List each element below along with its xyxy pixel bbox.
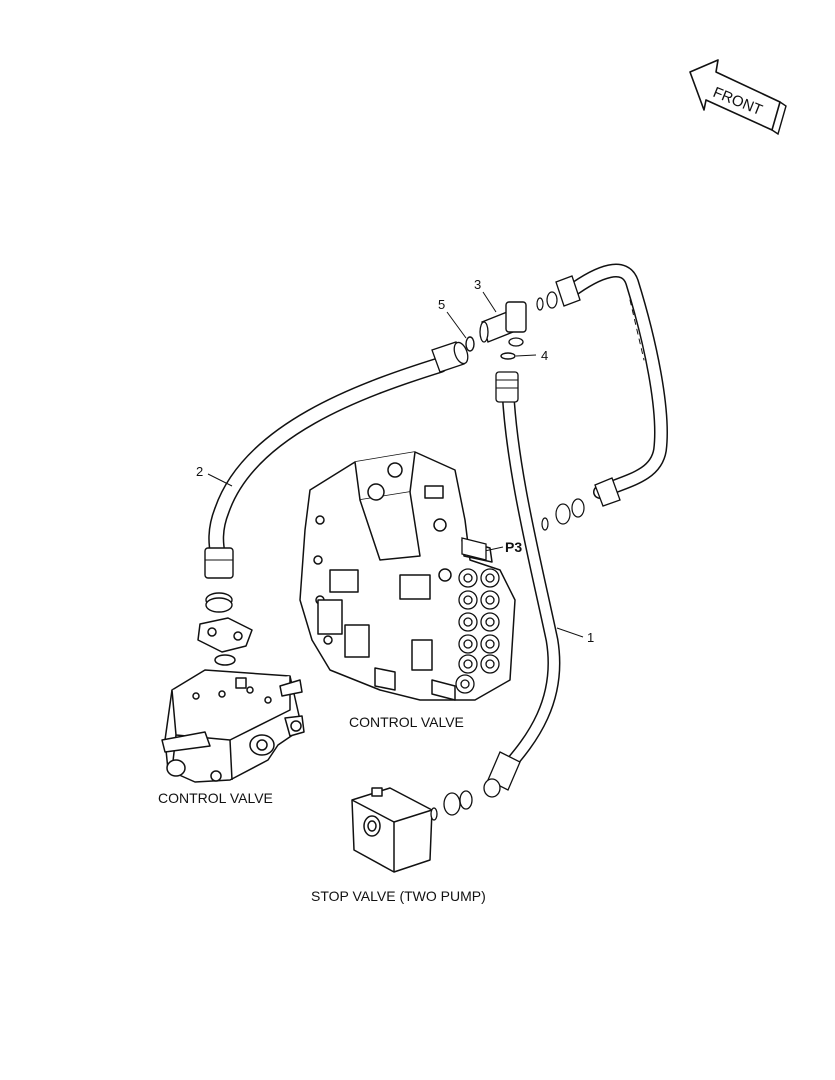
callout-5: 5 — [438, 297, 446, 312]
front-arrow-icon: FRONT — [689, 59, 787, 136]
secondary-control-valve-label: CONTROL VALVE — [158, 790, 273, 806]
callout-4: 4 — [541, 348, 549, 363]
main-control-valve — [299, 451, 516, 701]
stop-valve — [351, 787, 433, 873]
hose-1 — [483, 371, 561, 798]
callout-1: 1 — [587, 630, 595, 645]
stop-valve-label: STOP VALVE (TWO PUMP) — [311, 888, 486, 904]
p3-fittings — [461, 537, 487, 561]
spool-caps — [455, 568, 500, 694]
o-ring-4 — [500, 352, 516, 360]
secondary-control-valve — [161, 617, 305, 783]
o-ring-5 — [465, 336, 475, 352]
main-control-valve-label: CONTROL VALVE — [349, 714, 464, 730]
leader-lines — [207, 291, 584, 638]
stop-valve-fittings — [430, 790, 473, 821]
port-label-p3: P3 — [505, 539, 523, 555]
tube-loop — [536, 263, 668, 531]
elbow-fitting-3 — [479, 301, 527, 347]
callout-3: 3 — [474, 277, 482, 292]
hose-2 — [204, 341, 469, 613]
callout-2: 2 — [196, 464, 204, 479]
